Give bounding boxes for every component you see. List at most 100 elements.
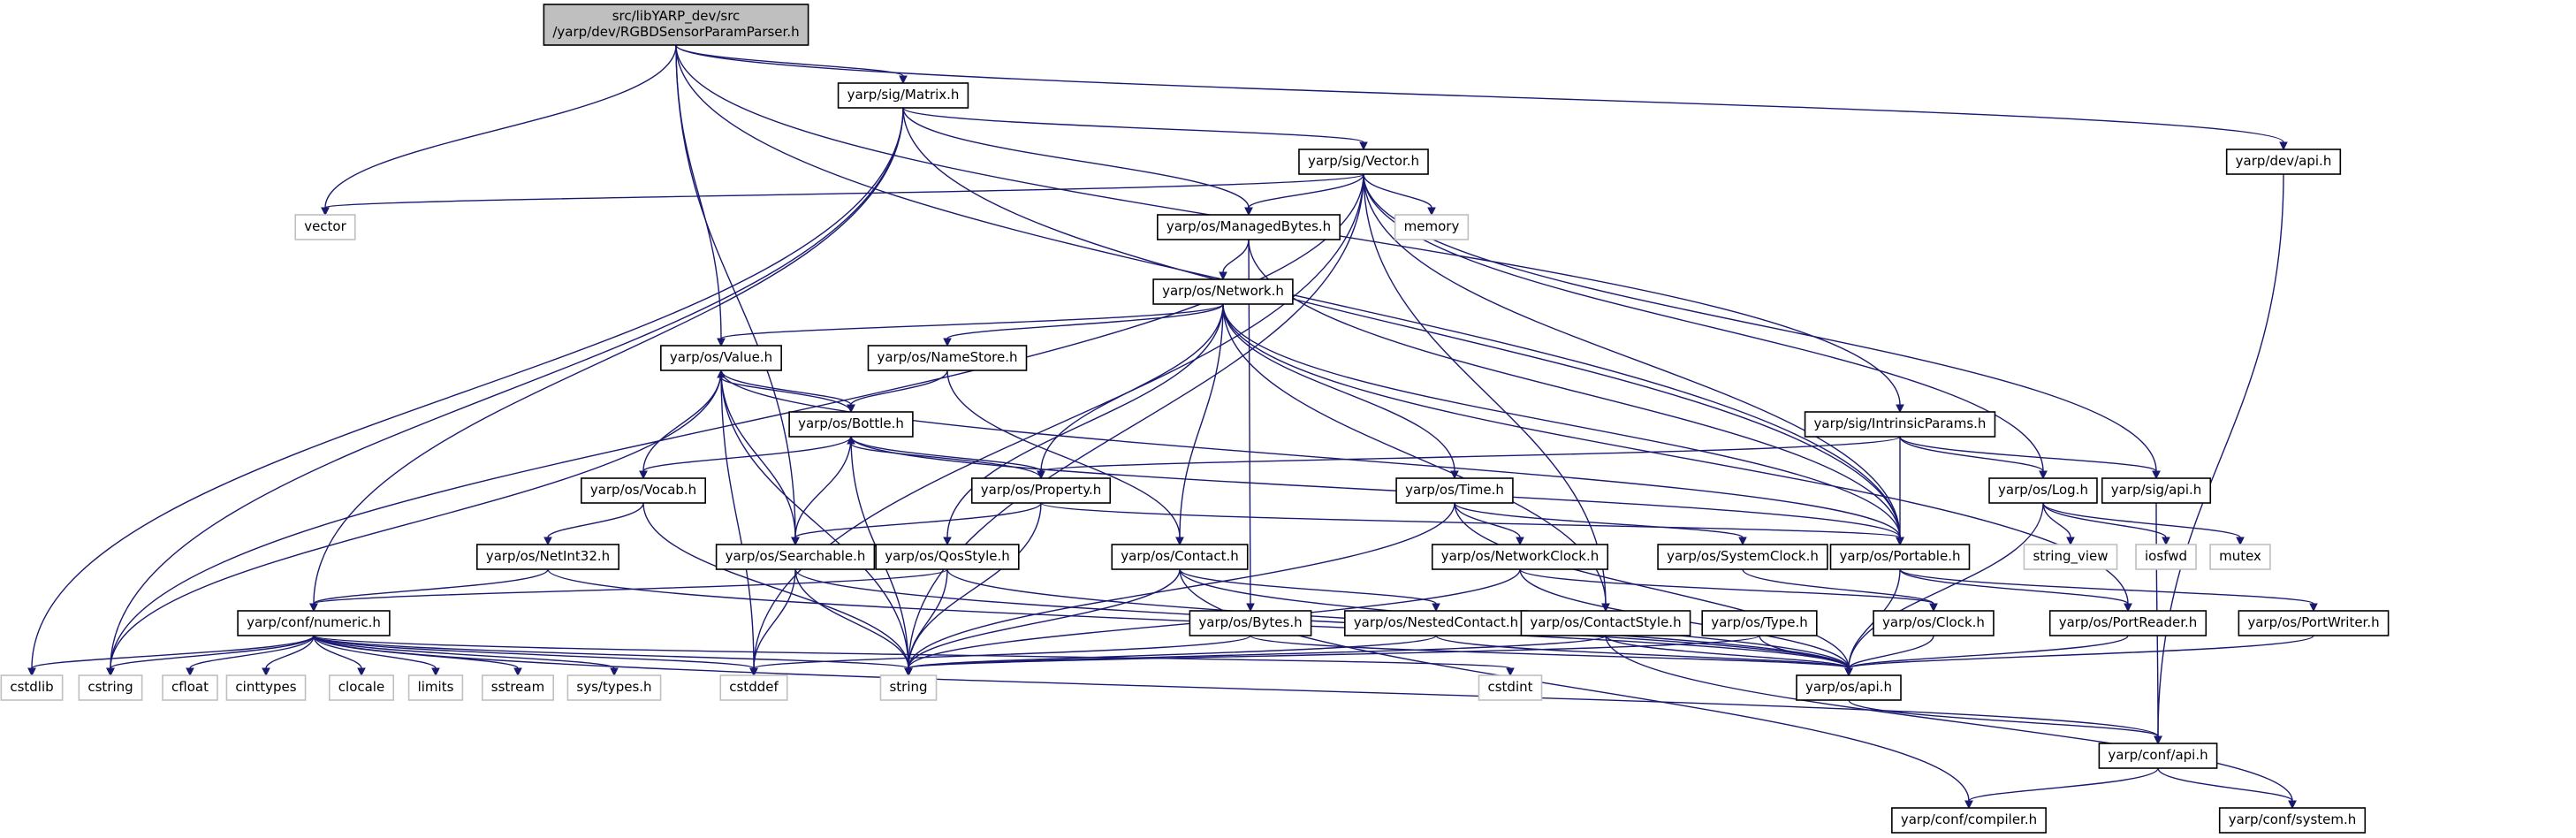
node-memory[interactable]: memory <box>1394 214 1470 240</box>
edge-time-to-string <box>908 502 1455 669</box>
node-qosstyle[interactable]: yarp/os/QosStyle.h <box>875 544 1020 570</box>
node-numeric[interactable]: yarp/conf/numeric.h <box>237 610 391 636</box>
edge-namestore-to-bottle <box>850 369 948 406</box>
arrowhead <box>2236 537 2245 546</box>
node-time[interactable]: yarp/os/Time.h <box>1395 477 1514 504</box>
edge-log-to-string_view <box>2042 502 2071 538</box>
node-sigvector[interactable]: yarp/sig/Vector.h <box>1298 149 1429 175</box>
node-network[interactable]: yarp/os/Network.h <box>1152 278 1294 305</box>
node-label: yarp/os/NameStore.h <box>877 349 1017 365</box>
node-mutex[interactable]: mutex <box>2209 544 2271 570</box>
node-system[interactable]: yarp/conf/system.h <box>2218 807 2367 834</box>
node-systemclock[interactable]: yarp/os/SystemClock.h <box>1657 544 1828 570</box>
node-property[interactable]: yarp/os/Property.h <box>970 477 1112 504</box>
node-devapi[interactable]: yarp/dev/api.h <box>2225 149 2342 175</box>
node-namestore[interactable]: yarp/os/NameStore.h <box>867 345 1028 371</box>
edge-confapi-to-compiler <box>1968 767 2159 802</box>
edge-portwriter-to-osapi <box>1848 635 2314 669</box>
node-bottle[interactable]: yarp/os/Bottle.h <box>788 411 914 438</box>
edge-sigvector-to-cstring <box>110 173 1364 669</box>
node-cstdint[interactable]: cstdint <box>1478 674 1543 701</box>
node-sigapi[interactable]: yarp/sig/api.h <box>2101 477 2212 504</box>
arrowhead <box>943 338 952 347</box>
node-box <box>2225 149 2342 175</box>
arrowhead <box>543 537 552 546</box>
node-intrinsic[interactable]: yarp/sig/IntrinsicParams.h <box>1804 411 1996 438</box>
node-string_view[interactable]: string_view <box>2023 544 2118 570</box>
node-label: cstddef <box>729 679 779 695</box>
edge-network-to-value <box>720 303 1224 339</box>
node-sstream[interactable]: sstream <box>482 674 554 701</box>
node-confapi[interactable]: yarp/conf/api.h <box>2098 743 2218 769</box>
node-cstdlib[interactable]: cstdlib <box>0 674 64 701</box>
node-box <box>867 345 1028 371</box>
node-osapi[interactable]: yarp/os/api.h <box>1796 674 1902 701</box>
edge-property-to-bottle <box>850 443 1042 479</box>
edge-numeric-to-systypes <box>313 635 615 669</box>
arrowhead <box>899 75 908 85</box>
node-box <box>1804 411 1996 438</box>
node-limits[interactable]: limits <box>407 674 464 701</box>
edge-root-to-devapi <box>675 44 2284 143</box>
node-cstring[interactable]: cstring <box>78 674 143 701</box>
node-string[interactable]: string <box>879 674 938 701</box>
node-vocab[interactable]: yarp/os/Vocab.h <box>581 477 706 504</box>
node-value[interactable]: yarp/os/Value.h <box>660 345 782 371</box>
node-portable[interactable]: yarp/os/Portable.h <box>1829 544 1971 570</box>
edge-namestore-to-contact <box>946 369 1181 538</box>
arrowhead <box>262 667 270 677</box>
node-compiler[interactable]: yarp/conf/compiler.h <box>1891 807 2047 834</box>
node-nestedcontact[interactable]: yarp/os/NestedContact.h <box>1344 610 1528 636</box>
edge-value-to-portable <box>720 369 1901 538</box>
node-searchable[interactable]: yarp/os/Searchable.h <box>715 544 876 570</box>
node-cfloat[interactable]: cfloat <box>162 674 218 701</box>
node-managedbytes[interactable]: yarp/os/ManagedBytes.h <box>1157 214 1341 240</box>
edge-confapi-to-system <box>2157 767 2293 802</box>
arrowhead <box>2154 735 2162 745</box>
node-contact[interactable]: yarp/os/Contact.h <box>1111 544 1249 570</box>
node-type[interactable]: yarp/os/Type.h <box>1701 610 1818 636</box>
node-box <box>1701 610 1818 636</box>
node-iosfwd[interactable]: iosfwd <box>2135 544 2197 570</box>
edge-property-to-portable <box>1040 502 1901 538</box>
node-label: memory <box>1404 218 1460 234</box>
arrowhead <box>2152 470 2161 480</box>
node-box <box>1891 807 2047 834</box>
node-label: yarp/os/NetworkClock.h <box>1441 548 1600 564</box>
edge-type-to-osapi <box>1759 635 1850 669</box>
node-label: yarp/os/Bottle.h <box>798 415 904 431</box>
node-cinttypes[interactable]: cinttypes <box>225 674 307 701</box>
edge-matrix-to-sigvector <box>902 107 1364 143</box>
edge-root-to-searchable <box>675 44 796 538</box>
node-contactstyle[interactable]: yarp/os/ContactStyle.h <box>1520 610 1691 636</box>
node-netint32[interactable]: yarp/os/NetInt32.h <box>476 544 619 570</box>
node-box <box>294 214 356 240</box>
edge-contact-to-nestedcontact <box>1179 568 1437 605</box>
node-label: mutex <box>2219 548 2261 564</box>
node-root[interactable]: src/libYARP_dev/src/yarp/dev/RGBDSensorP… <box>543 4 809 46</box>
edge-nestedcontact-to-string <box>908 635 1437 669</box>
node-bytes[interactable]: yarp/os/Bytes.h <box>1189 610 1312 636</box>
edge-intrinsic-to-log <box>1899 436 2044 472</box>
edge-bottle-to-property <box>850 436 1042 472</box>
arrowhead <box>847 435 855 445</box>
edge-contactstyle-to-system <box>1605 635 2293 802</box>
node-portwriter[interactable]: yarp/os/PortWriter.h <box>2238 610 2390 636</box>
node-box <box>1394 214 1470 240</box>
node-cstddef[interactable]: cstddef <box>719 674 788 701</box>
node-box <box>1796 674 1902 701</box>
node-systypes[interactable]: sys/types.h <box>566 674 662 701</box>
node-clocale[interactable]: clocale <box>328 674 395 701</box>
node-networkclock[interactable]: yarp/os/NetworkClock.h <box>1431 544 1609 570</box>
node-box <box>482 674 554 701</box>
node-log[interactable]: yarp/os/Log.h <box>1988 477 2098 504</box>
node-box <box>1157 214 1341 240</box>
node-clock[interactable]: yarp/os/Clock.h <box>1873 610 1995 636</box>
node-portreader[interactable]: yarp/os/PortReader.h <box>2048 610 2207 636</box>
node-vector_std[interactable]: vector <box>294 214 356 240</box>
node-matrix[interactable]: yarp/sig/Matrix.h <box>837 82 969 109</box>
node-box <box>1478 674 1543 701</box>
edge-intrinsic-to-property <box>1040 436 1901 472</box>
node-label: yarp/os/Value.h <box>670 349 772 365</box>
